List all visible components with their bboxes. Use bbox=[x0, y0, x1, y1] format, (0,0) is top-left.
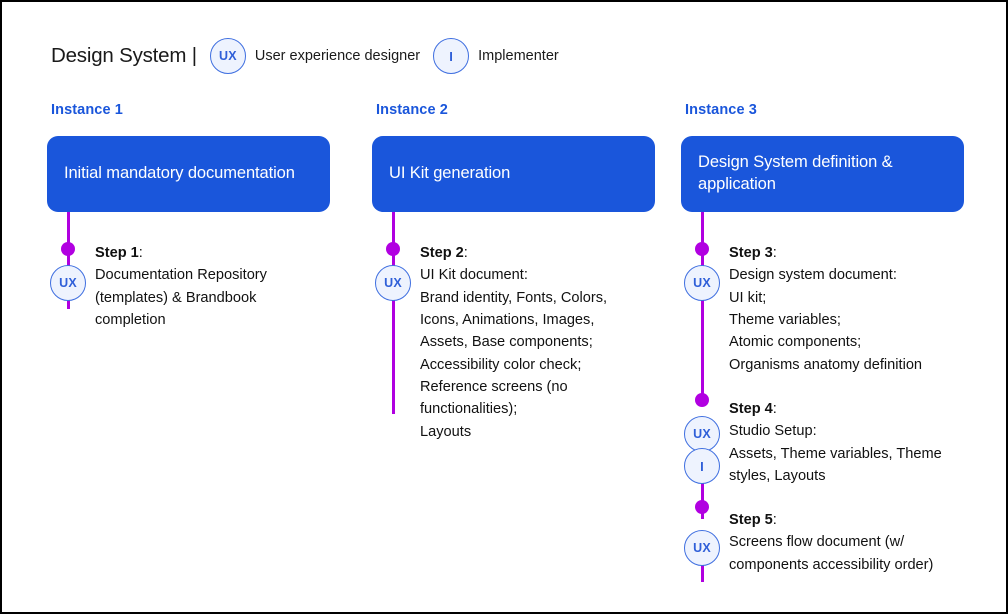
timeline-rail-1 bbox=[67, 212, 70, 309]
step-lines-5: Screens flow document (w/ components acc… bbox=[729, 531, 979, 576]
timeline-badge-step-4-implementer: I bbox=[684, 448, 720, 484]
step-lines-4: Studio Setup: Assets, Theme variables, T… bbox=[729, 420, 979, 487]
step-title-3: Step 3: bbox=[729, 242, 979, 264]
timeline-badge-step-5-ux: UX bbox=[684, 530, 720, 566]
implementer-role-icon: I bbox=[433, 38, 470, 74]
ux-role-icon: UX bbox=[684, 530, 720, 566]
legend-label-implementer: Implementer bbox=[478, 48, 559, 64]
ux-role-icon: UX bbox=[375, 265, 411, 301]
step-line: Organisms anatomy definition bbox=[729, 356, 923, 373]
timeline-badge-step-2-ux: UX bbox=[375, 265, 411, 301]
timeline-1: UX Step 1: Documentation Repository (tem… bbox=[47, 212, 357, 442]
step-title-1: Step 1: bbox=[95, 242, 345, 264]
step-title-suffix-2: : bbox=[463, 245, 468, 261]
ux-role-icon: UX bbox=[684, 416, 720, 452]
timeline-badge-step-4-ux: UX bbox=[684, 416, 720, 452]
step-title-text-4: Step 4 bbox=[729, 401, 773, 417]
instance-column-1: Instance 1 Initial mandatory documentati… bbox=[47, 102, 357, 442]
legend: Design System | UX User experience desig… bbox=[51, 36, 559, 76]
timeline-badge-step-3-ux: UX bbox=[684, 265, 720, 301]
instance-box-title-2: UI Kit generation bbox=[389, 164, 511, 183]
instance-label-3: Instance 3 bbox=[685, 102, 757, 118]
step-title-suffix-3: : bbox=[772, 245, 777, 261]
timeline-3: UX UX I UX Step 3: Design system do bbox=[681, 212, 981, 612]
step-title-suffix-1: : bbox=[138, 245, 143, 261]
instance-label-2: Instance 2 bbox=[376, 102, 448, 118]
step-line: Assets, Base components; bbox=[420, 334, 593, 351]
step-block-5: Step 5: Screens flow document (w/ compon… bbox=[729, 509, 979, 576]
legend-label-ux: User experience designer bbox=[254, 48, 421, 64]
step-line: Accessibility color check; bbox=[420, 356, 582, 373]
step-block-4: Step 4: Studio Setup: Assets, Theme vari… bbox=[729, 398, 979, 487]
timeline-rail-3a bbox=[701, 212, 704, 400]
timeline-rail-2 bbox=[392, 212, 395, 414]
ux-role-icon: UX bbox=[50, 265, 86, 301]
instance-box-3[interactable]: Design System definition & application bbox=[681, 136, 964, 212]
timeline-badge-step-1-ux: UX bbox=[50, 265, 86, 301]
step-block-2: Step 2: UI Kit document: Brand identity,… bbox=[420, 242, 660, 443]
implementer-role-icon: I bbox=[684, 448, 720, 484]
step-line: UI Kit document: bbox=[420, 267, 528, 284]
step-lines-3: Design system document: UI kit; Theme va… bbox=[729, 264, 979, 376]
instance-box-2[interactable]: UI Kit generation bbox=[372, 136, 655, 212]
timeline-dot-step-3 bbox=[695, 242, 709, 256]
step-title-text-3: Step 3 bbox=[729, 245, 773, 261]
step-title-suffix-4: : bbox=[772, 401, 777, 417]
timeline-rail-3b bbox=[701, 456, 704, 519]
legend-entry-implementer: I Implementer bbox=[433, 38, 559, 74]
step-title-suffix-5: : bbox=[772, 512, 777, 528]
step-line: styles, Layouts bbox=[729, 467, 826, 484]
step-line: Assets, Theme variables, Theme bbox=[729, 445, 942, 462]
step-line: Screens flow document (w/ bbox=[729, 534, 905, 551]
step-line: Brand identity, Fonts, Colors, bbox=[420, 289, 608, 306]
step-line: (templates) & Brandbook bbox=[95, 289, 257, 306]
step-line: UI kit; bbox=[729, 289, 767, 306]
timeline-2: UX Step 2: UI Kit document: Brand identi… bbox=[372, 212, 662, 552]
instance-column-2: Instance 2 UI Kit generation UX Step 2: … bbox=[372, 102, 662, 552]
step-line: functionalities); bbox=[420, 401, 518, 418]
timeline-dot-step-2 bbox=[386, 242, 400, 256]
step-line: Design system document: bbox=[729, 267, 897, 284]
timeline-rail-3c bbox=[701, 555, 704, 582]
instance-label-1: Instance 1 bbox=[51, 102, 123, 118]
step-line: Icons, Animations, Images, bbox=[420, 311, 595, 328]
step-lines-1: Documentation Repository (templates) & B… bbox=[95, 264, 345, 331]
step-block-1: Step 1: Documentation Repository (templa… bbox=[95, 242, 345, 331]
ux-role-icon: UX bbox=[209, 38, 246, 74]
step-lines-2: UI Kit document: Brand identity, Fonts, … bbox=[420, 264, 660, 443]
step-line: Theme variables; bbox=[729, 311, 841, 328]
step-title-4: Step 4: bbox=[729, 398, 979, 420]
timeline-dot-step-1 bbox=[61, 242, 75, 256]
step-line: Atomic components; bbox=[729, 334, 862, 351]
page-title: Design System | bbox=[51, 44, 197, 67]
instance-box-title-3: Design System definition & application bbox=[698, 153, 893, 193]
step-block-3: Step 3: Design system document: UI kit; … bbox=[729, 242, 979, 376]
step-title-text-2: Step 2 bbox=[420, 245, 464, 261]
instance-column-3: Instance 3 Design System definition & ap… bbox=[681, 102, 981, 612]
timeline-dot-step-5 bbox=[695, 500, 709, 514]
step-title-text-5: Step 5 bbox=[729, 512, 773, 528]
step-title-text-1: Step 1 bbox=[95, 245, 139, 261]
step-line: completion bbox=[95, 311, 166, 328]
step-line: Documentation Repository bbox=[95, 267, 267, 284]
timeline-dot-step-4 bbox=[695, 393, 709, 407]
legend-entry-ux: UX User experience designer bbox=[209, 38, 421, 74]
step-title-2: Step 2: bbox=[420, 242, 660, 264]
step-line: Studio Setup: bbox=[729, 423, 817, 440]
step-line: components accessibility order) bbox=[729, 556, 934, 573]
instance-box-1[interactable]: Initial mandatory documentation bbox=[47, 136, 330, 212]
step-line: Reference screens (no bbox=[420, 378, 568, 395]
ux-role-icon: UX bbox=[684, 265, 720, 301]
step-line: Layouts bbox=[420, 423, 472, 440]
instance-box-title-1: Initial mandatory documentation bbox=[64, 164, 295, 183]
step-title-5: Step 5: bbox=[729, 509, 979, 531]
